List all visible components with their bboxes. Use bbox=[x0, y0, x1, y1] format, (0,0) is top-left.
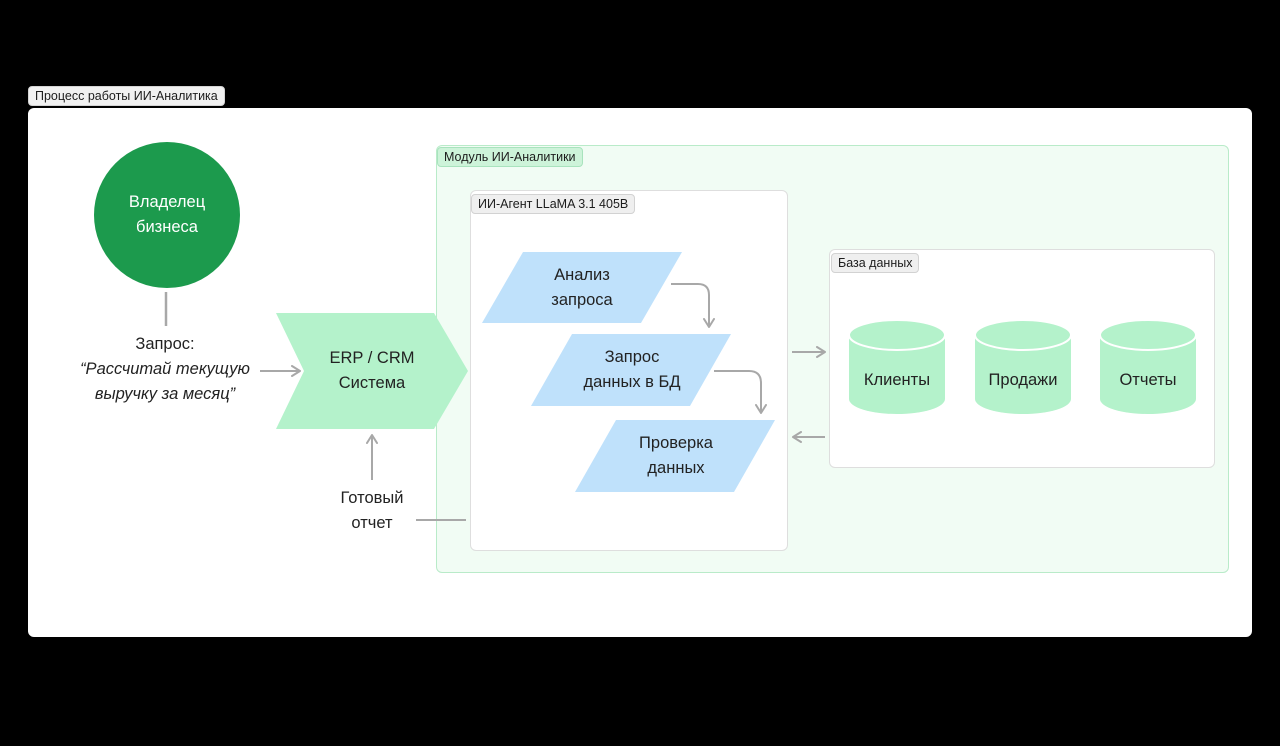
frame-title: Процесс работы ИИ-Аналитика bbox=[28, 86, 225, 106]
owner-line1: Владелец bbox=[128, 193, 206, 211]
owner-line2: бизнеса bbox=[136, 218, 198, 236]
step-analyze-line2: запроса bbox=[551, 290, 613, 309]
step-verify-label: Проверка данных bbox=[594, 420, 758, 492]
table-sales-cylinder bbox=[974, 319, 1072, 414]
step1-to-step2-arrow bbox=[671, 283, 715, 328]
request-label: Запрос: bbox=[135, 335, 195, 353]
step-analyze-line1: Анализ bbox=[554, 265, 610, 284]
table-reports-label: Отчеты bbox=[1119, 370, 1177, 389]
table-sales-label: Продажи bbox=[988, 370, 1058, 389]
step-analyze-label: Анализ запроса bbox=[500, 252, 664, 323]
request-quote: “Рассчитай текущую выручку за месяц” bbox=[70, 357, 260, 407]
table-clients-cylinder bbox=[848, 319, 946, 414]
step-query-line1: Запрос bbox=[604, 348, 660, 366]
step-analyze-shape bbox=[482, 252, 682, 323]
step-verify-shape bbox=[575, 420, 775, 492]
table-clients-label: Клиенты bbox=[863, 370, 931, 389]
erp-line1: ERP / CRM bbox=[329, 349, 415, 367]
step-verify-line1: Проверка bbox=[639, 434, 713, 452]
report-line2: отчет bbox=[351, 514, 393, 532]
step-query-line2: данных в БД bbox=[583, 373, 681, 391]
erp-system-shape bbox=[276, 313, 468, 429]
step2-to-step3-arrow bbox=[714, 370, 767, 414]
ready-report-label: Готовый отчет bbox=[322, 486, 422, 536]
business-owner-node: Владелец бизнеса bbox=[94, 142, 240, 288]
erp-line2: Система bbox=[338, 374, 406, 392]
table-reports-cylinder bbox=[1099, 319, 1197, 414]
step-query-shape bbox=[531, 334, 731, 406]
request-quote-line2: выручку за месяц” bbox=[94, 385, 236, 403]
module-title: Модуль ИИ-Аналитики bbox=[437, 147, 583, 167]
database-title: База данных bbox=[831, 253, 920, 273]
erp-system-label: ERP / CRM Система bbox=[300, 313, 444, 429]
request-quote-line1: “Рассчитай текущую bbox=[80, 360, 250, 378]
agent-title: ИИ-Агент LLaMA 3.1 405B bbox=[471, 194, 636, 214]
step-query-label: Запрос данных в БД bbox=[550, 334, 714, 406]
step-verify-line2: данных bbox=[647, 459, 705, 477]
report-line1: Готовый bbox=[340, 489, 404, 507]
